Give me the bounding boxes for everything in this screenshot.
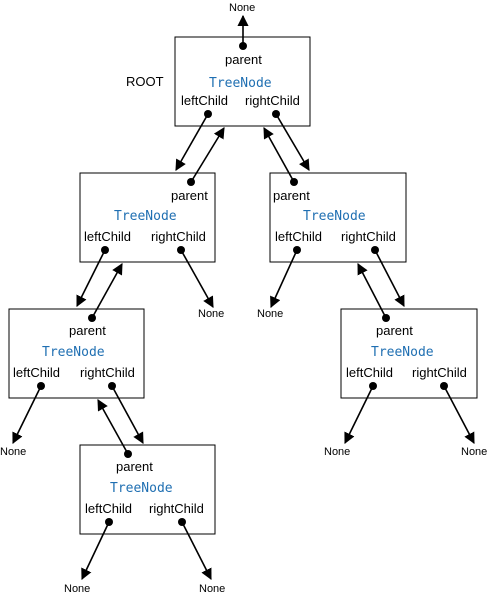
parent-label: parent [225, 52, 262, 67]
parent-label: parent [171, 188, 208, 203]
edge-root-left-left-left-child-none [12, 385, 42, 445]
parent-label: parent [376, 323, 413, 338]
pointer-dot [178, 518, 186, 526]
node-box [8, 308, 145, 399]
none-label: None [198, 308, 224, 320]
edge-root-left-left-right-child [111, 385, 144, 444]
parent-label: parent [69, 323, 106, 338]
node-type-label: TreeNode [371, 345, 434, 360]
pointer-dot [371, 246, 379, 254]
tree-node-root-left-left: parent TreeNode leftChild rightChild [8, 308, 145, 399]
right-child-label: rightChild [245, 93, 300, 108]
tree-node-root-right-right: parent TreeNode leftChild rightChild [340, 308, 478, 399]
pointer-dot [369, 382, 377, 390]
edge-root-left-right-child-none [180, 249, 214, 308]
tree-node-root: parent TreeNode leftChild rightChild [174, 36, 311, 127]
edges [12, 14, 475, 581]
node-type-label: TreeNode [209, 76, 272, 91]
pointer-dot [105, 518, 113, 526]
pointer-dot [204, 110, 212, 118]
node-type-label: TreeNode [114, 209, 177, 224]
none-label: None [64, 583, 90, 595]
pointer-dot [88, 314, 96, 322]
edge-root-left-parent [190, 127, 225, 183]
edge-root-right-right-left-child-none [344, 385, 374, 445]
pointer-dot [382, 314, 390, 322]
edge-root-left-left-parent [91, 263, 123, 319]
tree-node-root-left: parent TreeNode leftChild rightChild [79, 172, 216, 263]
pointer-dot [108, 382, 116, 390]
none-label: None [199, 583, 225, 595]
edge-root-right-child [275, 113, 310, 171]
left-child-label: leftChild [275, 229, 322, 244]
pointer-dot [293, 246, 301, 254]
left-child-label: leftChild [84, 229, 131, 244]
pointer-dot [440, 382, 448, 390]
node-box [269, 172, 407, 263]
left-child-label: leftChild [181, 93, 228, 108]
pointer-dot [101, 246, 109, 254]
right-child-label: rightChild [80, 365, 135, 380]
pointer-dot [187, 178, 195, 186]
pointer-dot [124, 450, 132, 458]
root-label: ROOT [126, 74, 164, 89]
left-child-label: leftChild [85, 501, 132, 516]
edge-root-right-right-child [374, 249, 405, 307]
node-box [340, 308, 478, 399]
edge-root-left-left-right-parent [97, 399, 129, 455]
tree-node-root-left-left-right: parent TreeNode leftChild rightChild [79, 444, 216, 535]
parent-label: parent [116, 459, 153, 474]
left-child-label: leftChild [13, 365, 60, 380]
node-type-label: TreeNode [110, 481, 173, 496]
edge-root-left-left-child [76, 249, 106, 308]
node-type-label: TreeNode [42, 345, 105, 360]
none-label: None [229, 2, 255, 14]
pointer-dot [37, 382, 45, 390]
none-label: None [257, 308, 283, 320]
none-label: None [0, 446, 26, 458]
edge-root-left-child [175, 113, 209, 171]
edge-root-right-right-right-child-none [443, 385, 475, 444]
parent-label: parent [273, 188, 310, 203]
pointer-dot [177, 246, 185, 254]
tree-node-root-right: parent TreeNode leftChild rightChild [269, 172, 407, 263]
edge-root-right-left-child-none [270, 249, 298, 309]
none-label: None [461, 446, 487, 458]
edge-root-right-parent [263, 127, 295, 183]
node-box [174, 36, 311, 127]
edge-root-left-left-right-left-child-none [81, 521, 110, 581]
right-child-label: rightChild [412, 365, 467, 380]
node-box [79, 444, 216, 535]
left-child-label: leftChild [346, 365, 393, 380]
right-child-label: rightChild [151, 229, 206, 244]
pointer-dot [290, 178, 298, 186]
pointer-dot [239, 42, 247, 50]
right-child-label: rightChild [149, 501, 204, 516]
pointer-dot [272, 110, 280, 118]
edge-root-left-left-right-right-child-none [181, 521, 212, 580]
right-child-label: rightChild [341, 229, 396, 244]
none-label: None [324, 446, 350, 458]
node-type-label: TreeNode [303, 209, 366, 224]
edge-root-right-right-parent [357, 263, 387, 319]
